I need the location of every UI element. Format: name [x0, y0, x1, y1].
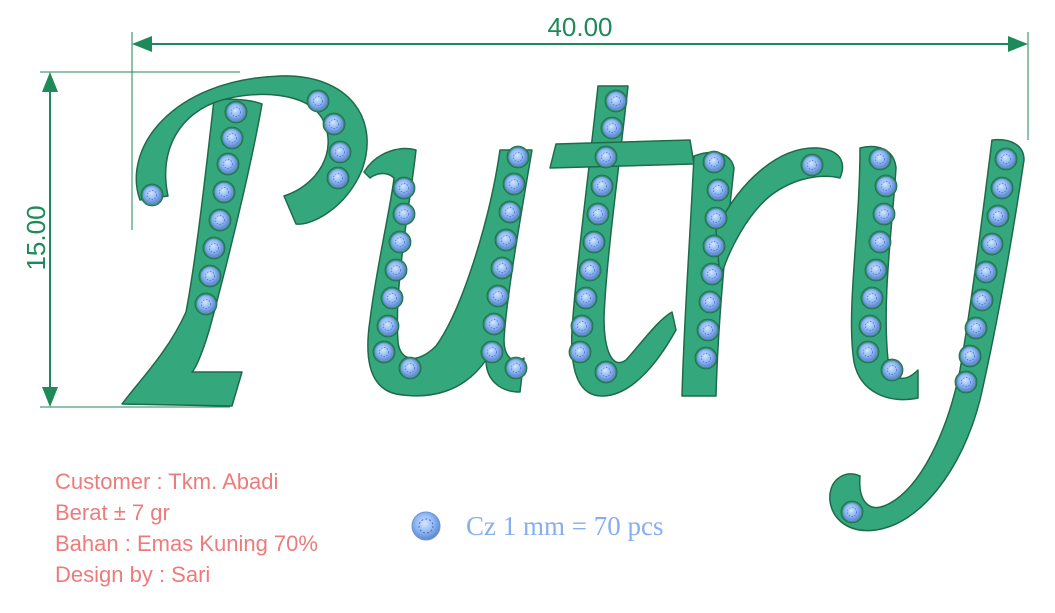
cz-stone [958, 344, 982, 368]
cz-stone [600, 116, 624, 140]
cz-stone [974, 260, 998, 284]
cz-stone [872, 202, 896, 226]
cz-stone [994, 147, 1018, 171]
cz-stone [482, 312, 506, 336]
cz-stone [698, 290, 722, 314]
cz-stone [506, 145, 530, 169]
design-info: Customer : Tkm. Abadi Berat ± 7 gr Bahan… [55, 466, 318, 590]
cz-stone [216, 152, 240, 176]
cz-stone [212, 180, 236, 204]
cz-stone [840, 500, 864, 524]
cz-stone [376, 314, 400, 338]
stone-settings [140, 89, 1018, 524]
cz-stone [494, 228, 518, 252]
cz-stone [604, 89, 628, 113]
designer-text: Design by : Sari [55, 562, 211, 587]
cz-stone [486, 284, 510, 308]
cz-stone [594, 360, 618, 384]
cz-stone [388, 230, 412, 254]
cz-stone [986, 204, 1010, 228]
cz-stone [490, 256, 514, 280]
cz-stone [586, 202, 610, 226]
cz-stone [868, 230, 892, 254]
stone-legend-label: Cz 1 mm = 70 pcs [466, 510, 664, 541]
cz-stone [504, 356, 528, 380]
cz-stone [480, 340, 504, 364]
width-label: 40.00 [547, 12, 612, 42]
cz-stone [696, 318, 720, 342]
height-dimension: 15.00 [21, 71, 240, 408]
cz-stone [874, 174, 898, 198]
cz-stone [574, 286, 598, 310]
cz-stone [202, 236, 226, 260]
cz-stone [198, 264, 222, 288]
cz-stone [706, 178, 730, 202]
cz-stone-icon [411, 511, 441, 541]
cz-stone [702, 234, 726, 258]
cz-stone [704, 206, 728, 230]
cz-stone [970, 288, 994, 312]
cz-stone [498, 200, 522, 224]
cz-stone [208, 208, 232, 232]
cz-stone [990, 176, 1014, 200]
cz-stone [590, 174, 614, 198]
cz-stone [964, 316, 988, 340]
cz-stone [322, 112, 346, 136]
letter-p-stem [121, 98, 263, 407]
cz-stone [980, 232, 1004, 256]
cz-stone [570, 314, 594, 338]
cz-stone [392, 176, 416, 200]
cz-stone [224, 100, 248, 124]
cz-stone [140, 183, 164, 207]
cz-stone [868, 147, 892, 171]
cz-stone [856, 340, 880, 364]
cz-stone [694, 346, 718, 370]
cz-stone [380, 286, 404, 310]
cz-stone [858, 314, 882, 338]
cz-stone [398, 356, 422, 380]
cz-stone [502, 172, 526, 196]
cz-stone [384, 258, 408, 282]
cz-stone [326, 166, 350, 190]
cz-stone [700, 262, 724, 286]
letter-r-arm [715, 147, 844, 281]
material-text: Bahan : Emas Kuning 70% [55, 531, 318, 556]
letter-t-crossbar [549, 139, 695, 169]
letter-p-bowl [135, 75, 368, 225]
cz-stone [582, 230, 606, 254]
cz-stone [954, 370, 978, 394]
cz-stone [860, 286, 884, 310]
cz-stone [328, 140, 352, 164]
cz-stone [578, 258, 602, 282]
width-dimension: 40.00 [131, 12, 1029, 230]
cz-stone [372, 340, 396, 364]
customer-text: Customer : Tkm. Abadi [55, 469, 279, 494]
putry-lettering [121, 75, 1025, 532]
cz-stone [220, 126, 244, 150]
cz-stone [194, 292, 218, 316]
height-label: 15.00 [21, 205, 51, 270]
cz-stone [880, 358, 904, 382]
cz-stone [306, 89, 330, 113]
stone-legend: Cz 1 mm = 70 pcs [410, 510, 663, 542]
cz-stone [800, 153, 824, 177]
cz-stone [594, 145, 618, 169]
cz-stone [702, 150, 726, 174]
weight-text: Berat ± 7 gr [55, 500, 170, 525]
cz-stone [568, 340, 592, 364]
cz-stone [392, 202, 416, 226]
cz-stone [864, 258, 888, 282]
